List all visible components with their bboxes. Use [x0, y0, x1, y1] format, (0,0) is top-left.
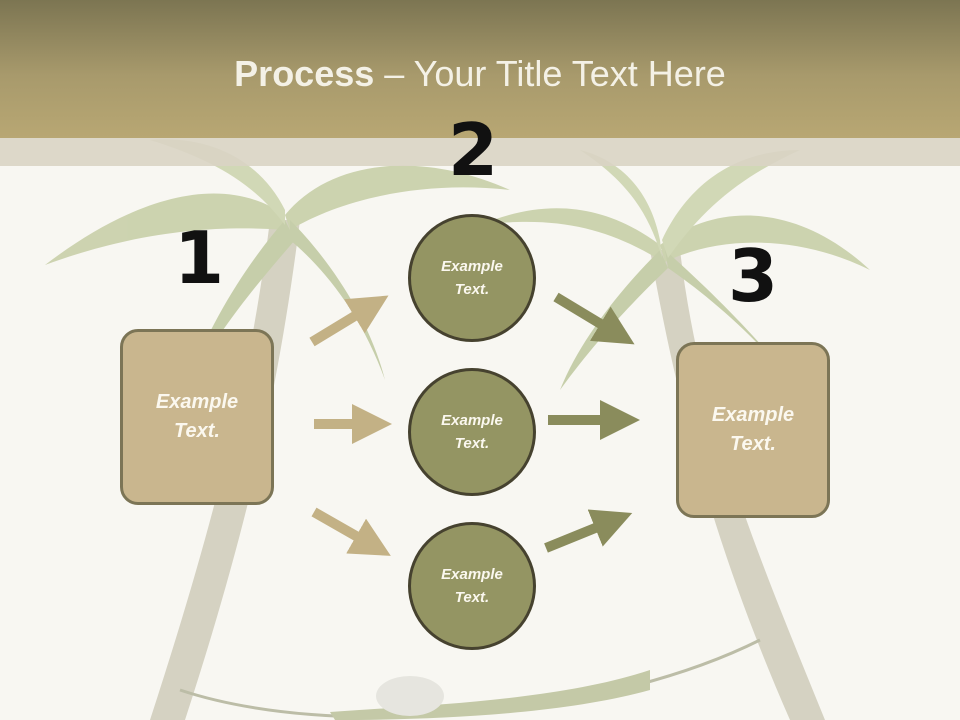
title-bold: Process	[234, 53, 375, 94]
step-circle-bottom: Example Text.	[408, 522, 536, 650]
step-number-2: 2	[447, 108, 499, 192]
circle-middle-text: Example Text.	[441, 412, 503, 452]
circle-bottom-text: Example Text.	[441, 566, 503, 606]
left-step-box: Example Text.	[120, 329, 274, 505]
arrow-left-up	[309, 295, 389, 347]
arrow-right-up	[544, 509, 633, 553]
title-band	[0, 138, 960, 166]
title-rest: – Your Title Text Here	[374, 53, 726, 94]
left-step-text: Example Text.	[155, 391, 239, 442]
step-number-3: 3	[727, 234, 779, 318]
step-circle-middle: Example Text.	[408, 368, 536, 496]
arrow-right-down	[553, 292, 635, 345]
step-number-1: 1	[173, 216, 225, 300]
arrow-left-down	[311, 507, 391, 556]
right-step-text: Example Text.	[711, 404, 795, 455]
slide-title: Process – Your Title Text Here	[0, 52, 960, 96]
title-banner	[0, 0, 960, 138]
step-circle-top: Example Text.	[408, 214, 536, 342]
circle-top-text: Example Text.	[441, 258, 503, 298]
right-step-box: Example Text.	[676, 342, 830, 518]
